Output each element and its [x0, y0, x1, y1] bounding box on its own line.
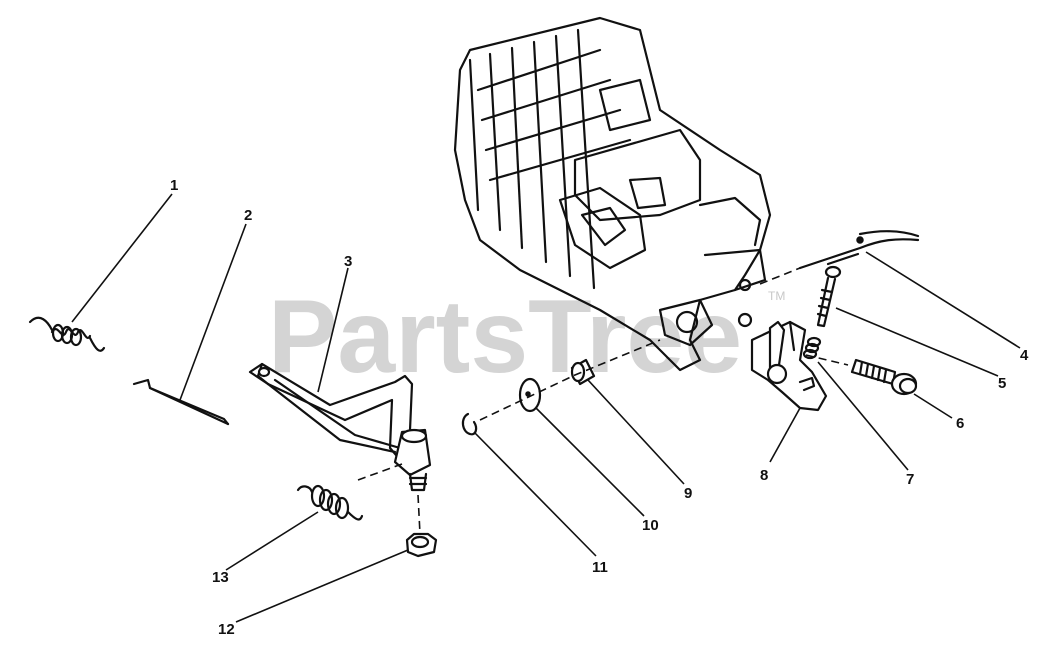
part-6-bolt [850, 358, 918, 396]
part-4-rod [798, 230, 920, 270]
part-2-link-rod [132, 378, 230, 426]
part-1-spring [28, 316, 106, 352]
watermark-trademark: TM [768, 289, 785, 303]
callout-2: 2 [244, 207, 252, 224]
part-12-nut [405, 532, 438, 558]
callout-10: 10 [642, 517, 659, 534]
callout-13: 13 [212, 569, 229, 586]
part-11-e-ring [461, 412, 478, 436]
part-10-washer [518, 377, 542, 413]
callout-9: 9 [684, 485, 692, 502]
assembly-centerlines [357, 267, 849, 535]
leader-lines [71, 193, 1021, 623]
callout-8: 8 [760, 467, 768, 484]
part-5-screw [816, 265, 842, 328]
engine-block [453, 16, 772, 372]
part-13-spring [296, 484, 364, 521]
callout-labels: 1 2 3 4 5 6 7 8 9 10 11 12 13 [170, 177, 1029, 638]
part-7-spring [802, 336, 822, 360]
callout-7: 7 [906, 471, 914, 488]
callout-11: 11 [592, 559, 608, 576]
watermark-text: PartsTree [268, 279, 742, 395]
callout-6: 6 [956, 415, 964, 432]
callout-5: 5 [998, 375, 1006, 392]
part-8-bracket [750, 320, 828, 412]
part-3-governor-lever [248, 362, 432, 492]
callout-3: 3 [344, 253, 352, 270]
part-9-bushing [570, 358, 596, 386]
callout-4: 4 [1020, 347, 1029, 364]
callout-1: 1 [170, 177, 178, 194]
callout-12: 12 [218, 621, 235, 638]
